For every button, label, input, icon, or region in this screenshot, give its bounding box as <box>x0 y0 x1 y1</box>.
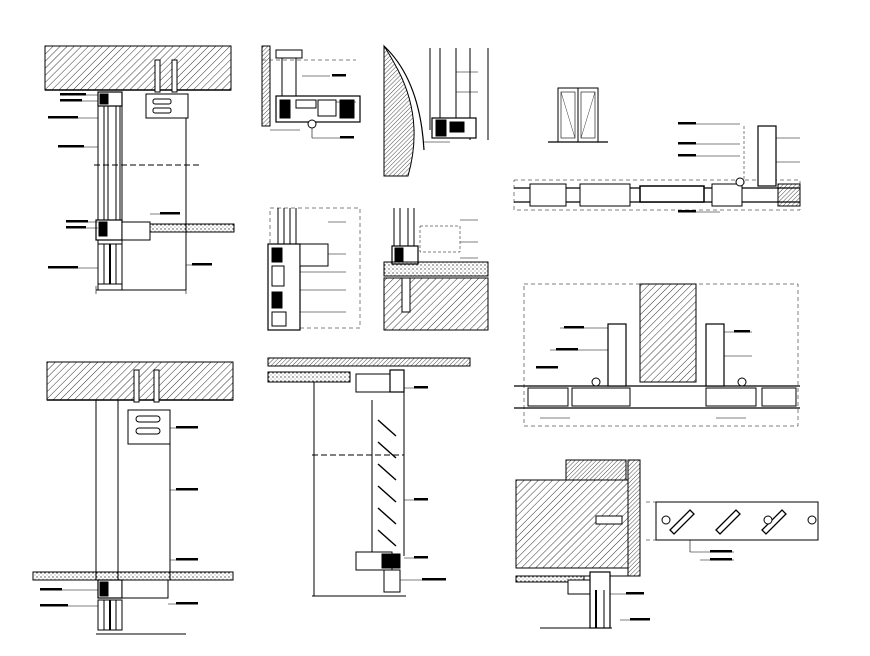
detail-4-mullion-section <box>267 207 361 331</box>
louvre-blades <box>377 419 397 547</box>
detail-1-vertical-section <box>44 45 235 294</box>
floor-slab-hatch <box>32 571 234 581</box>
detail-3-curved-wall <box>383 44 489 177</box>
detail-6-door-elevation-plan <box>513 87 801 213</box>
ceiling-slab-hatch <box>44 45 232 91</box>
detail-7-column-plan <box>514 283 800 427</box>
ceiling-slab-hatch <box>267 357 471 367</box>
detail-8-floor-to-ceiling-section <box>32 361 234 635</box>
ground-hatch <box>383 277 489 331</box>
hanger-bracket <box>127 409 171 445</box>
ceiling-slab-hatch <box>46 361 234 401</box>
detail-5-sill-on-ground <box>383 208 489 331</box>
louvre-plan-blades <box>669 509 787 535</box>
detail-10-louvre-wall-junction <box>515 459 819 629</box>
sill-bracket <box>121 221 151 241</box>
fixing-bracket <box>145 93 189 119</box>
mullion-bracket <box>299 243 329 267</box>
floor-slab-hatch <box>149 223 235 233</box>
detail-9-louvre-section <box>267 357 471 597</box>
concrete-column <box>639 283 697 383</box>
detail-2-head-section <box>261 45 361 139</box>
